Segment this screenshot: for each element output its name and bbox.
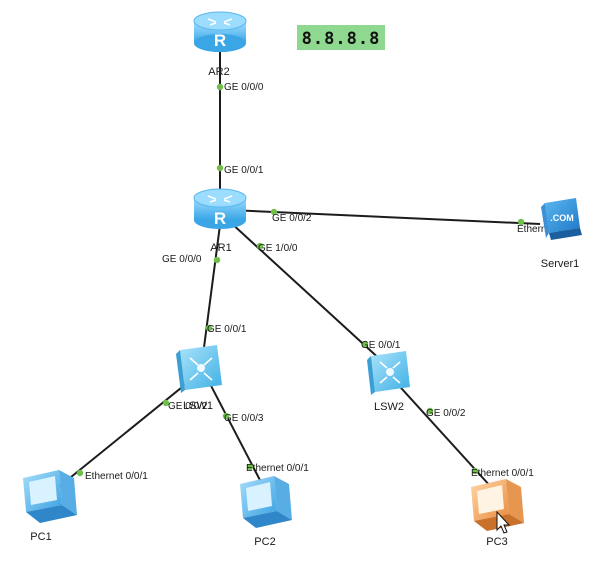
port-dot xyxy=(471,467,479,475)
pc-pc3[interactable]: PC3 xyxy=(471,479,524,548)
pc-pc1[interactable]: PC1 xyxy=(23,470,77,543)
svg-text:R: R xyxy=(214,209,226,228)
port-dot xyxy=(162,399,170,407)
router-icon: R xyxy=(193,188,247,229)
svg-text:R: R xyxy=(214,31,226,50)
port-label-ar1-ge001: GE 0/0/1 xyxy=(224,165,264,176)
device-label-ar2: AR2 xyxy=(208,66,229,78)
port-label-lsw1-ge001: GE 0/0/1 xyxy=(207,324,247,335)
port-label-ar1-ge000: GE 0/0/0 xyxy=(162,254,202,265)
port-dot xyxy=(256,242,264,250)
port-dot xyxy=(213,256,221,264)
device-label-server1: Server1 xyxy=(541,258,580,270)
pc-icon xyxy=(23,470,77,523)
port-label-lsw1-ge002: GE 0/0/2 xyxy=(168,401,208,412)
port-label-lsw1-ge003: GE 0/0/3 xyxy=(224,413,264,424)
port-dot xyxy=(270,208,278,216)
port-dot xyxy=(205,324,213,332)
ip-annotation-text: 8.8.8.8 xyxy=(302,29,381,49)
switch-lsw2[interactable]: LSW2 xyxy=(367,351,410,413)
ip-annotation[interactable]: 8.8.8.8 xyxy=(297,25,385,50)
port-label-lsw2-ge001: GE 0/0/1 xyxy=(361,340,401,351)
port-label-ar1-ge002: GE 0/0/2 xyxy=(272,213,312,224)
port-dot xyxy=(426,407,434,415)
server-icon: .COM xyxy=(541,198,582,240)
pc-icon xyxy=(240,476,292,528)
device-label-pc1: PC1 xyxy=(30,531,51,543)
server-server1[interactable]: .COM Server1 xyxy=(541,198,582,270)
port-label-pc2-eth001: Ethernet 0/0/1 xyxy=(246,463,309,474)
router-ar2[interactable]: R AR2 xyxy=(193,11,247,78)
port-dot xyxy=(361,340,369,348)
device-label-pc2: PC2 xyxy=(254,536,275,548)
device-label-ar1: AR1 xyxy=(210,242,231,254)
port-dot xyxy=(246,463,254,471)
port-label-ar1-ge100: GE 1/0/0 xyxy=(258,243,298,254)
port-label-lsw2-ge002: GE 0/0/2 xyxy=(426,408,466,419)
switch-icon xyxy=(176,345,222,393)
server-badge: .COM xyxy=(550,213,574,223)
router-icon: R xyxy=(193,11,247,52)
link-ar1-lsw2[interactable] xyxy=(229,221,384,363)
link-ar1-lsw1[interactable] xyxy=(202,224,221,356)
port-dot xyxy=(216,83,224,91)
port-dot xyxy=(76,469,84,477)
port-label-pc3-eth001: Ethernet 0/0/1 xyxy=(471,468,534,479)
port-dot xyxy=(517,218,525,226)
port-dot xyxy=(222,412,230,420)
device-label-lsw2: LSW2 xyxy=(374,401,404,413)
port-label-ar2-ge000: GE 0/0/0 xyxy=(224,82,264,93)
ip-annotation-box xyxy=(297,25,385,50)
pc-icon xyxy=(471,479,524,531)
device-label-pc3: PC3 xyxy=(486,536,507,548)
switch-icon xyxy=(367,351,410,395)
switch-lsw1[interactable]: LSW1 xyxy=(176,345,222,412)
mouse-cursor-icon xyxy=(496,510,511,534)
router-ar1[interactable]: R AR1 xyxy=(193,188,247,254)
device-label-lsw1: LSW1 xyxy=(183,400,213,412)
port-label-pc1-eth001: Ethernet 0/0/1 xyxy=(85,471,148,482)
port-dot xyxy=(216,164,224,172)
link-ar1-server1[interactable] xyxy=(229,209,541,225)
pc-pc2[interactable]: PC2 xyxy=(240,476,292,548)
